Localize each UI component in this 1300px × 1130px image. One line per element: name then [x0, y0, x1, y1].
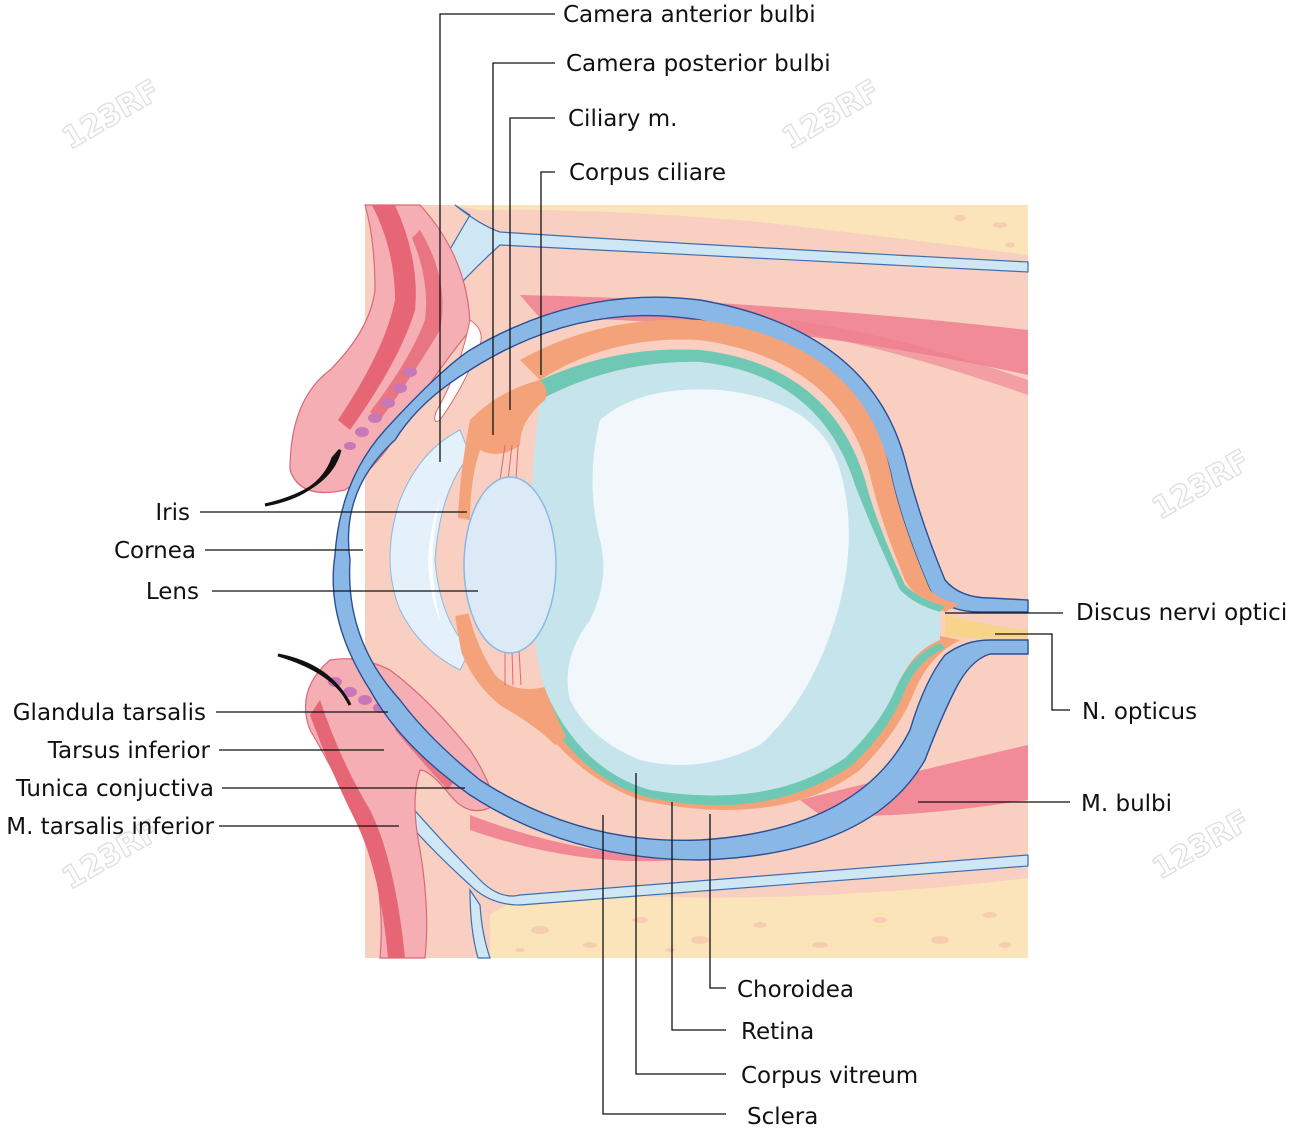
label-ciliary-m: Ciliary m. [568, 106, 677, 132]
leader-camera-anterior-bulbi [439, 13, 555, 462]
zonular-fibers [499, 444, 522, 686]
leader-sclera [602, 815, 726, 1115]
lower-eyelash [277, 653, 352, 706]
lower-ciliary-body [455, 613, 567, 746]
eyeball [332, 296, 1029, 861]
vitreous-core [567, 389, 849, 765]
leader-camera-posterior-bulbi [492, 62, 555, 435]
upper-tarsal-gland [344, 367, 417, 450]
label-lens: Lens [146, 579, 199, 605]
leader-n-opticus [995, 633, 1070, 711]
label-corpus-vitreum: Corpus vitreum [741, 1063, 918, 1089]
leader-choroidea [709, 814, 726, 989]
watermark-text: 123RF [1147, 444, 1256, 527]
upper-ciliary-body [458, 380, 547, 520]
lower-fornix [469, 888, 491, 959]
label-choroidea: Choroidea [737, 977, 854, 1003]
watermark-text: 123RF [777, 74, 886, 157]
lower-orbital-bone [490, 878, 1028, 958]
upper-tarsus [370, 230, 443, 420]
label-sclera: Sclera [747, 1104, 818, 1130]
label-discus-nervi-optici: Discus nervi optici [1076, 600, 1287, 626]
upper-muscle-strip [790, 320, 1028, 395]
bone-texture [515, 215, 1015, 952]
label-m-bulbi: M. bulbi [1081, 791, 1172, 817]
label-n-opticus: N. opticus [1082, 699, 1197, 725]
label-tunica-conjuctiva: Tunica conjuctiva [15, 776, 214, 802]
label-camera-posterior-bulbi: Camera posterior bulbi [566, 51, 831, 77]
upper-orbital-bone [450, 205, 1028, 255]
lower-conjunctiva [379, 768, 1029, 906]
optic-nerve [945, 614, 1028, 639]
label-m-tarsalis-inferior: M. tarsalis inferior [6, 814, 214, 840]
lower-eyelid-muscle [310, 700, 405, 958]
leader-corpus-vitreum [635, 773, 726, 1075]
anterior-chamber-fluid [428, 500, 440, 620]
label-retina: Retina [741, 1019, 814, 1045]
label-camera-anterior-bulbi: Camera anterior bulbi [563, 2, 816, 28]
leader-ciliary-m [509, 117, 555, 410]
label-iris: Iris [155, 500, 190, 526]
upper-eyelid-muscle [338, 205, 416, 430]
lens [463, 476, 557, 654]
labels: Camera anterior bulbi Camera posterior b… [6, 2, 1287, 1130]
leader-lines [200, 13, 1070, 1115]
label-corpus-ciliare: Corpus ciliare [569, 160, 726, 186]
watermark-text: 123RF [57, 74, 166, 157]
label-glandula-tarsalis: Glandula tarsalis [13, 700, 206, 726]
sclera-layer [332, 296, 1029, 861]
leader-corpus-ciliare [540, 171, 555, 375]
label-tarsus-inferior: Tarsus inferior [47, 738, 211, 764]
upper-eyelash [264, 449, 342, 507]
label-cornea: Cornea [114, 538, 196, 564]
leader-retina [671, 802, 726, 1031]
